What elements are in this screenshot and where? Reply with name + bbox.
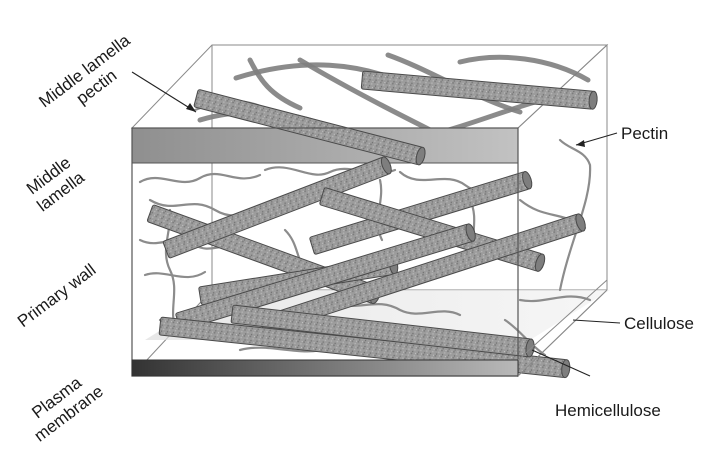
plasma-membrane-band <box>132 360 518 376</box>
label-plasma-membrane: Plasma membrane <box>19 366 107 446</box>
label-hemicellulose: Hemicellulose <box>555 401 661 420</box>
label-pectin: Pectin <box>621 124 668 143</box>
primary-wall-microfibrils <box>147 156 587 378</box>
label-middle-lamella: Middle lamella <box>21 152 88 216</box>
label-middle-lamella-pectin: Middle lamella pectin <box>35 30 146 127</box>
label-primary-wall: Primary wall <box>14 260 99 331</box>
label-cellulose: Cellulose <box>624 314 694 333</box>
